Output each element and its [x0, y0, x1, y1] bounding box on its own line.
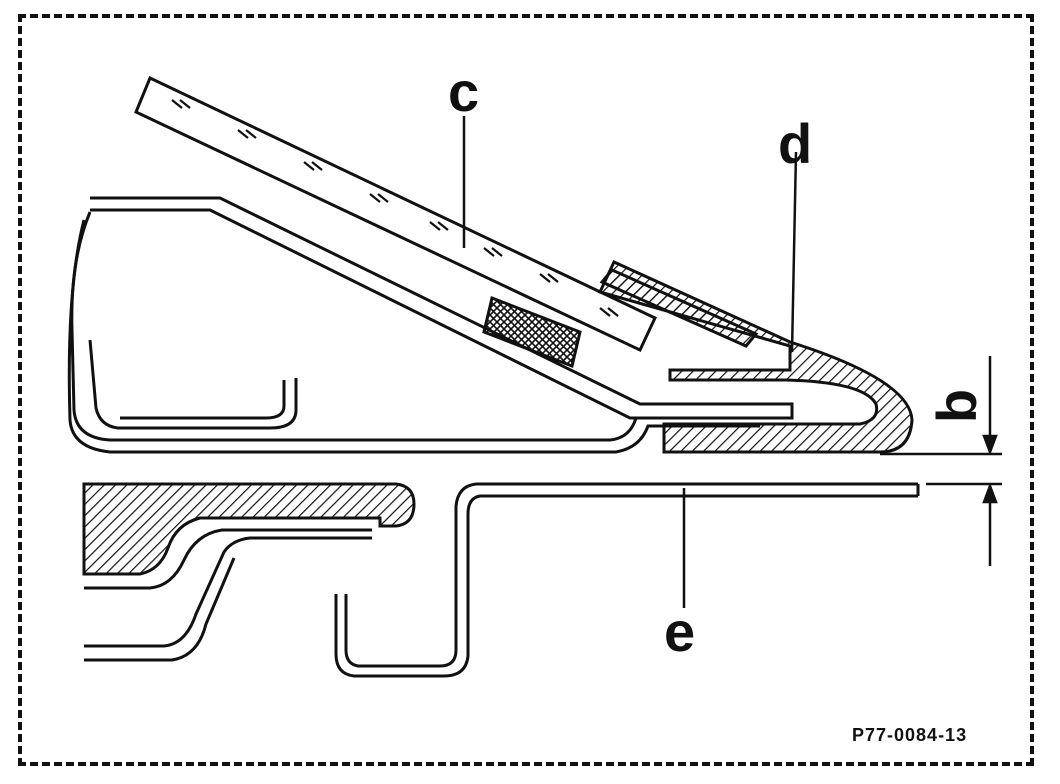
knurled-grip: [482, 295, 582, 369]
dashed-frame: [18, 14, 1034, 766]
dimension-b: [880, 356, 1002, 566]
figure-code: P77-0084-13: [852, 725, 968, 745]
leader-lines: [462, 116, 798, 608]
lower-hatched-section: [82, 482, 416, 576]
label-b: b: [925, 388, 989, 424]
label-d: d: [778, 112, 813, 175]
label-e: e: [664, 600, 696, 663]
lower-profile: [84, 528, 372, 662]
hatched-clip-d: [597, 260, 914, 454]
hook-profile-e: [334, 482, 920, 678]
label-c: c: [448, 60, 480, 123]
tool-blade-c: [134, 75, 657, 352]
upper-profile: [67, 196, 794, 454]
